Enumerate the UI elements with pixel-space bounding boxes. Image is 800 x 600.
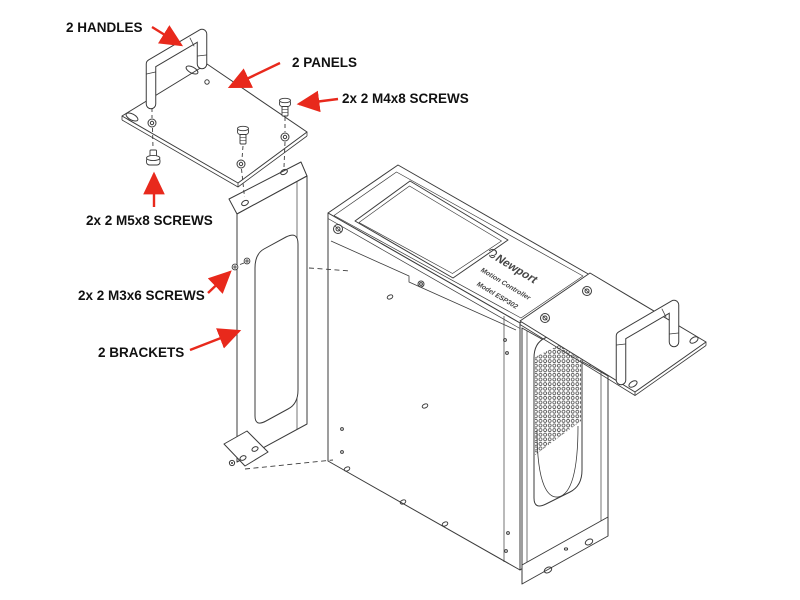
label-brackets: 2 BRACKETS [98, 345, 184, 360]
callout-labels: 2 HANDLES 2 PANELS 2x 2 M4x8 SCREWS 2x 2… [66, 20, 469, 360]
newport-logo-icon [488, 248, 498, 259]
label-m3-screws: 2x 2 M3x6 SCREWS [78, 288, 205, 303]
label-m4-screws: 2x 2 M4x8 SCREWS [342, 91, 469, 106]
arrow-m3-screws [207, 270, 232, 294]
alignment-dashes-right [244, 267, 352, 470]
arrow-handles [151, 25, 184, 47]
device-body [327, 164, 591, 571]
right-bracket-part [521, 324, 609, 585]
right-panel-part [519, 272, 707, 396]
label-panels: 2 PANELS [292, 55, 357, 70]
m5-screw-part [146, 149, 161, 166]
m4-screw-part-2 [237, 125, 249, 145]
panel-part [121, 63, 308, 188]
right-handle-part [615, 299, 680, 386]
label-handles: 2 HANDLES [66, 20, 143, 35]
arrow-m4-screws [296, 90, 339, 113]
panel-washer-screws [540, 286, 592, 323]
m4-screw-part [279, 97, 291, 117]
alignment-dashes-exploded [151, 108, 286, 198]
label-m5-screws: 2x 2 M5x8 SCREWS [86, 213, 213, 228]
arrow-brackets [189, 328, 242, 352]
callout-arrows [143, 25, 339, 352]
m3-screws-part [231, 257, 251, 271]
handle-part [145, 28, 208, 110]
device-display-recess [354, 180, 509, 279]
arrow-panels [227, 61, 281, 89]
left-bracket-part [223, 161, 308, 467]
device-front-holes [333, 224, 510, 553]
